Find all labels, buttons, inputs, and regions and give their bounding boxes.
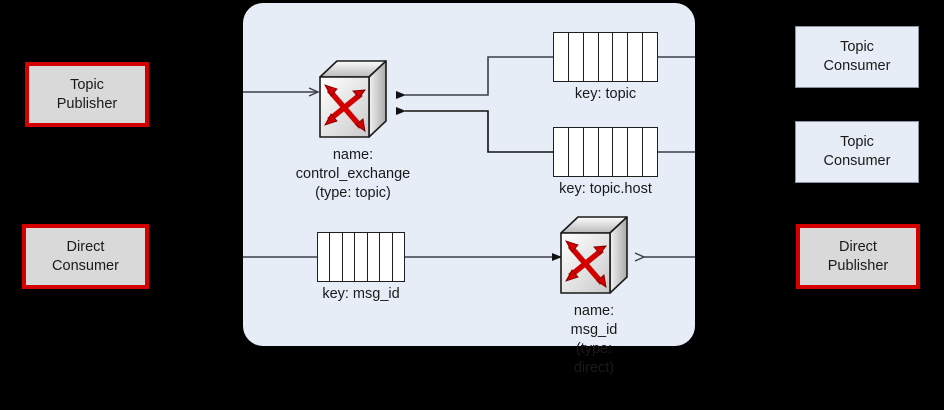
queue-topic-label: key: topic <box>574 86 637 102</box>
msg-id-exchange[interactable]: name: msg_id(type: direct) <box>556 213 632 376</box>
direct-consumer-box[interactable]: Direct Consumer <box>22 224 149 289</box>
topic-consumer-box-2[interactable]: Topic Consumer <box>795 121 919 183</box>
exchange-icon <box>319 60 387 138</box>
msg-id-exchange-type: (type: direct) <box>573 340 615 376</box>
topic-consumer-box-1[interactable]: Topic Consumer <box>795 26 919 88</box>
queue-topic-glyph <box>553 32 658 82</box>
mask-bottom <box>0 346 944 410</box>
msg-id-exchange-label: name: msg_id(type: direct) <box>571 302 618 377</box>
queue-topic-host-label: key: topic.host <box>559 181 652 197</box>
queue-msg-id-label: key: msg_id <box>322 286 400 302</box>
control-exchange-type: (type: topic) <box>315 184 391 201</box>
msg-id-exchange-name: name: msg_id <box>570 303 618 338</box>
queue-msg-id[interactable]: key: msg_id <box>317 232 405 302</box>
queue-topic[interactable]: key: topic <box>553 32 658 102</box>
topic-publisher-box[interactable]: Topic Publisher <box>25 62 149 127</box>
queue-topic-host[interactable]: key: topic.host <box>553 127 658 197</box>
control-exchange-name: name: control_exchange <box>295 147 411 182</box>
control-exchange[interactable]: name: control_exchange (type: topic) <box>296 57 410 201</box>
control-exchange-label: name: control_exchange (type: topic) <box>296 146 410 203</box>
queue-topic-host-glyph <box>553 127 658 177</box>
exchange-icon <box>560 216 628 294</box>
queue-msg-id-glyph <box>317 232 405 282</box>
direct-publisher-box[interactable]: Direct Publisher <box>796 224 920 289</box>
